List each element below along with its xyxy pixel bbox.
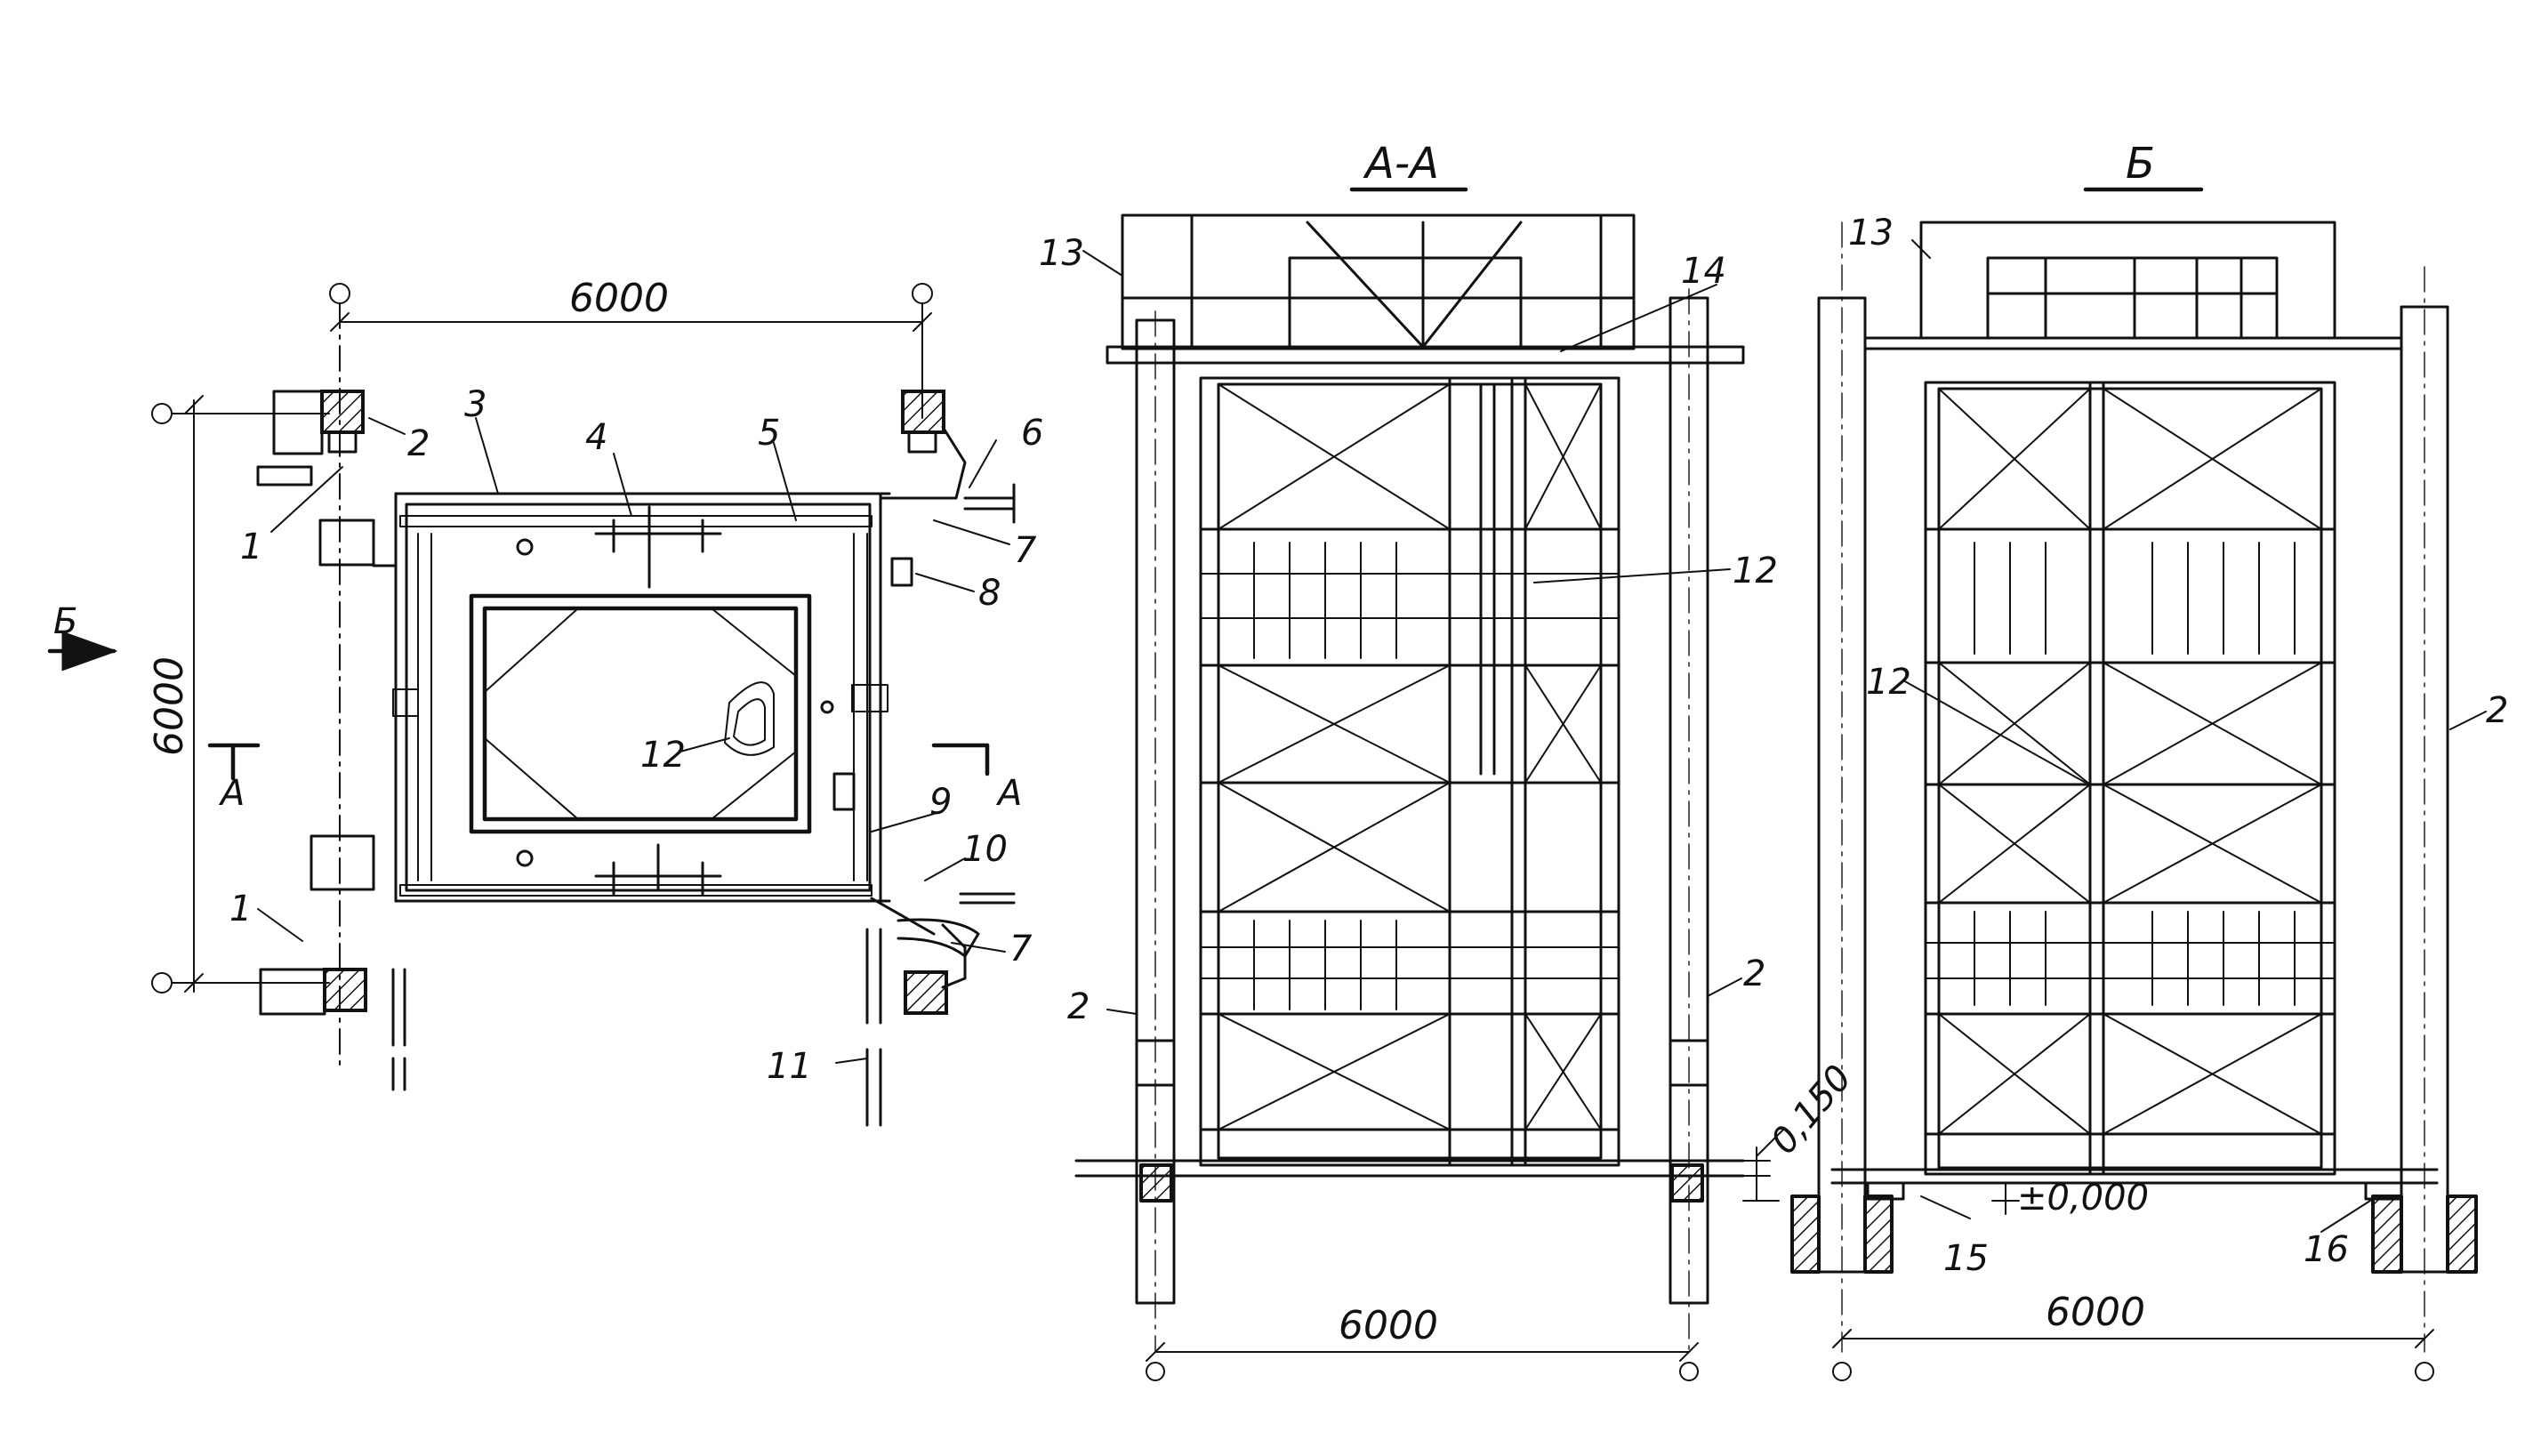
section-aa-callout-2-right: 2 xyxy=(1743,953,1765,994)
section-aa-dim: 6000 xyxy=(1339,1303,1438,1348)
plan-callout-1-bottom: 1 xyxy=(229,889,252,929)
view-b-elevation: ±0,000 xyxy=(2017,1178,2149,1219)
plan-callout-1-top: 1 xyxy=(240,527,262,567)
axis-markers xyxy=(151,283,933,1068)
section-aa-dimension xyxy=(1146,1342,1699,1381)
view-b-callout-2: 2 xyxy=(2486,690,2508,731)
plan-callout-9: 9 xyxy=(929,782,952,823)
view-b-dim: 6000 xyxy=(2046,1290,2145,1335)
section-aa-bracing xyxy=(1200,383,1620,1130)
section-aa-columns xyxy=(1135,296,1709,1305)
plan-equipment xyxy=(516,505,834,896)
view-b-dimension xyxy=(1832,1329,2434,1381)
plan-inner-bracing xyxy=(484,607,797,820)
section-aa-elevation: 0,150 xyxy=(1763,1058,1860,1162)
plan-outer-frame xyxy=(372,492,936,936)
view-b-top-platform xyxy=(1863,221,2403,350)
view-b-title: Б xyxy=(2126,139,2155,189)
view-b-callout-16: 16 xyxy=(2304,1229,2349,1270)
section-aa-callout-14: 14 xyxy=(1681,251,1726,292)
view-b: Б xyxy=(1790,139,2508,1381)
plan-dim-horizontal: 6000 xyxy=(569,276,669,321)
plan-dim-vertical: 6000 xyxy=(147,656,192,756)
section-aa-callout-2-left: 2 xyxy=(1067,986,1090,1027)
view-b-frame xyxy=(1924,381,2336,1176)
plan-view-arrow-label: Б xyxy=(53,601,77,642)
section-aa-callout-12: 12 xyxy=(1733,551,1778,591)
view-b-callout-13: 13 xyxy=(1848,213,1894,253)
plan-side-rails xyxy=(392,515,889,897)
view-b-bracing xyxy=(1925,388,2336,1135)
section-aa-base xyxy=(1074,1159,1745,1203)
plan-section-right-label: А xyxy=(995,773,1022,814)
view-b-column-axes xyxy=(1841,221,2425,1353)
plan-leaders xyxy=(257,417,1010,1064)
view-b-callout-15: 15 xyxy=(1943,1238,1989,1279)
section-aa-elevation-mark xyxy=(1742,1129,1784,1202)
view-b-elevation-mark xyxy=(1991,1182,2020,1215)
section-aa-top-platform xyxy=(1106,213,1745,365)
section-aa-view: А-А xyxy=(1039,139,1860,1381)
plan-callout-4: 4 xyxy=(585,417,607,458)
section-aa-leaders xyxy=(1082,250,1742,1015)
section-aa-frame xyxy=(1199,376,1620,1167)
plan-callout-10: 10 xyxy=(962,829,1008,870)
plan-section-marks xyxy=(207,743,990,781)
plan-callout-7-bottom: 7 xyxy=(1009,929,1033,969)
plan-drive-units xyxy=(256,390,967,1016)
section-aa-ladder xyxy=(1479,376,1527,1167)
section-aa-callout-13: 13 xyxy=(1039,233,1084,274)
plan-callout-6: 6 xyxy=(1021,413,1043,454)
plan-pipes xyxy=(391,483,1016,1127)
section-aa-title: А-А xyxy=(1363,139,1439,189)
plan-dimensions xyxy=(184,312,932,993)
plan-callout-3: 3 xyxy=(464,384,486,425)
plan-callout-5: 5 xyxy=(758,413,780,454)
plan-callout-11: 11 xyxy=(767,1046,812,1087)
plan-inner-frame xyxy=(469,593,812,834)
plan-callout-8: 8 xyxy=(978,573,1001,614)
view-b-callout-12: 12 xyxy=(1866,662,1911,703)
plan-callout-7-top: 7 xyxy=(1014,530,1037,571)
plan-callout-2: 2 xyxy=(407,423,430,464)
view-b-ground xyxy=(1790,1168,2478,1274)
plan-callout-12: 12 xyxy=(640,735,686,776)
plan-view: 6000 6000 xyxy=(47,276,1043,1127)
plan-section-left-label: А xyxy=(218,773,245,814)
section-aa-column-axes xyxy=(1154,288,1690,1353)
view-b-leaders xyxy=(1902,239,2487,1233)
